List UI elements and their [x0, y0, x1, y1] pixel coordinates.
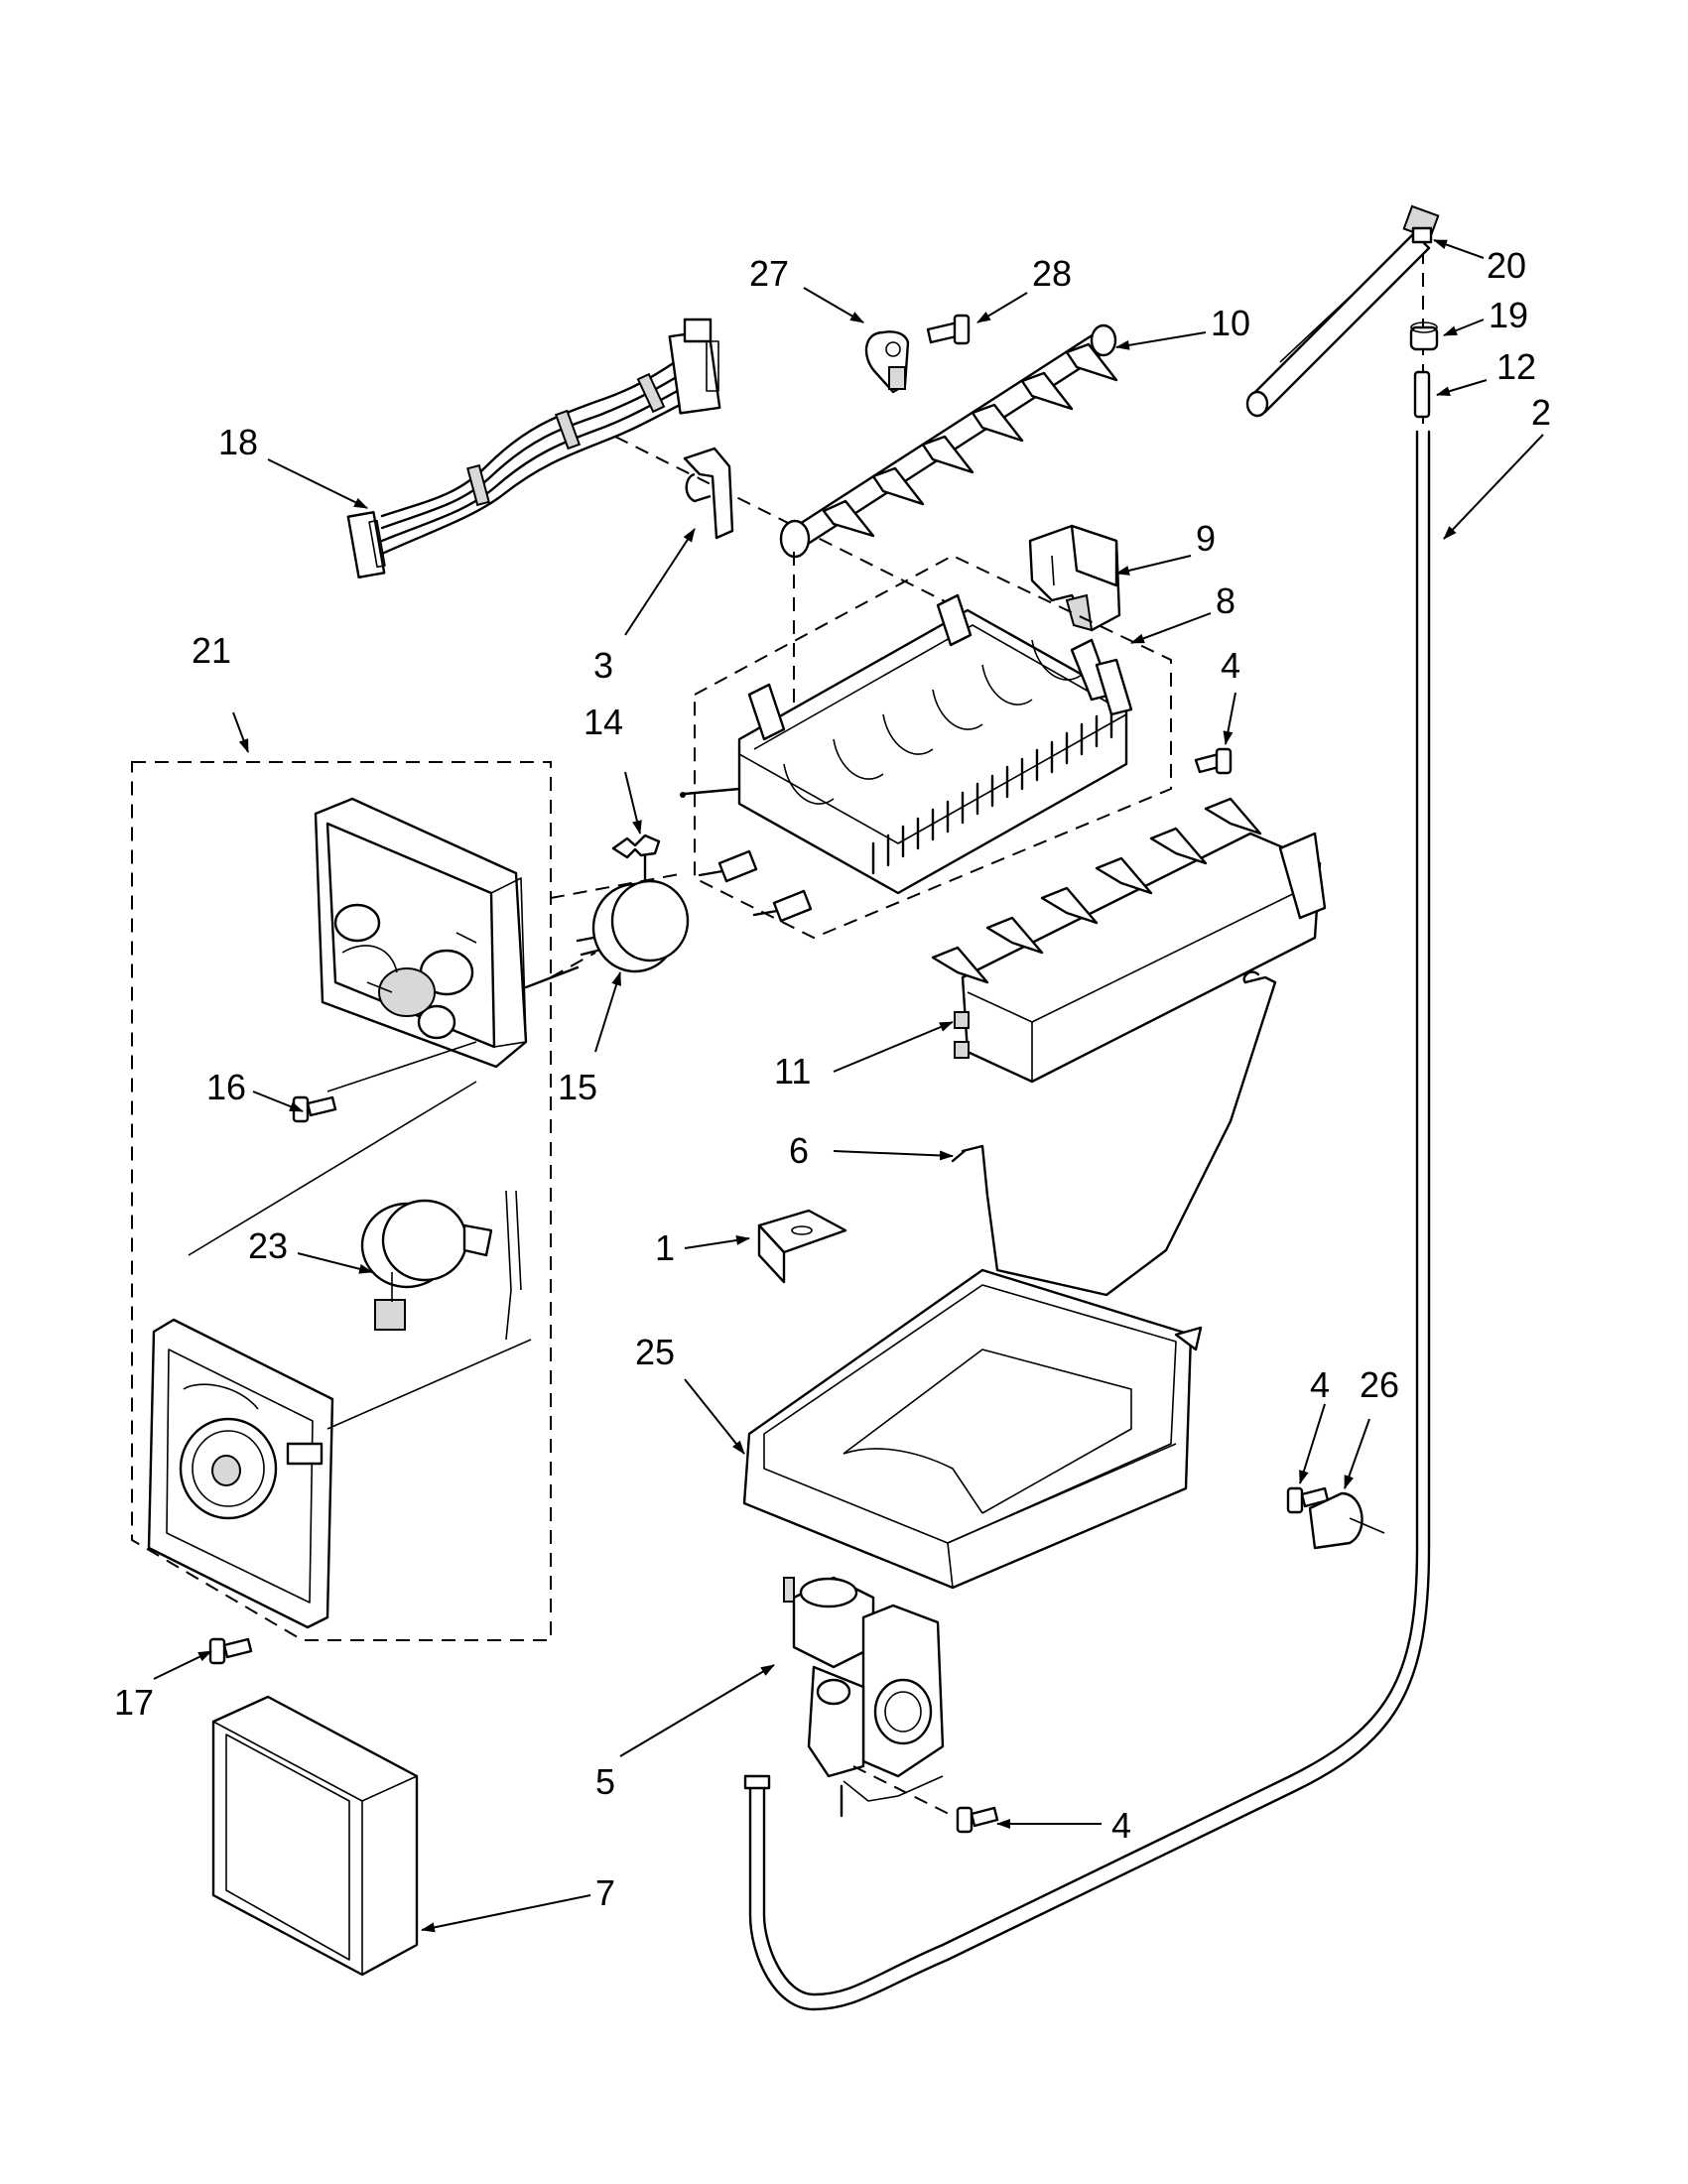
part-15-thermostat	[576, 879, 690, 973]
callout-6: 6	[789, 1130, 809, 1171]
callout-19: 19	[1489, 295, 1528, 335]
part-23-fill-tube	[1245, 204, 1440, 418]
callout-7: 7	[595, 1872, 615, 1913]
part-6-shutoff-arm	[951, 970, 1277, 1297]
callout-9: 8	[1216, 580, 1235, 621]
part-9-ice-mold	[680, 593, 1133, 923]
callout-8: 12	[1496, 346, 1536, 387]
part-27-bracket	[864, 330, 910, 394]
callout-15: 15	[558, 1067, 597, 1107]
part-11-ejector	[779, 323, 1118, 559]
callout-11: 10	[1211, 303, 1250, 343]
part-1-bracket	[757, 1209, 847, 1284]
part-20-module-plate	[147, 1318, 334, 1629]
part-25-ice-bin	[742, 1268, 1203, 1590]
callout-25: 25	[635, 1332, 675, 1372]
part-4b-screw	[956, 1806, 999, 1834]
callout-27: 27	[749, 253, 789, 294]
callout-10: 9	[1196, 518, 1216, 559]
callout-12: 11	[774, 1051, 811, 1092]
callout-5: 5	[595, 1761, 615, 1802]
part-2-water-tube	[743, 430, 1431, 2011]
callout-20: 21	[192, 630, 231, 671]
part-8-fitting	[1413, 370, 1431, 419]
callout-21: 23	[248, 1225, 288, 1266]
part-12-stripper	[931, 797, 1327, 1084]
part-20-module-housing	[314, 797, 580, 1069]
callout-4c: 4	[1310, 1364, 1330, 1405]
callout-18: 18	[218, 422, 258, 462]
leader-lines	[153, 239, 1544, 1933]
callout-23: 20	[1487, 245, 1526, 286]
part-26-clamp	[1308, 1491, 1385, 1550]
part-18-wire-harness	[346, 318, 721, 578]
part-3-clip	[683, 447, 734, 540]
callout-1: 1	[655, 1227, 675, 1268]
callout-4a: 4	[1221, 645, 1240, 686]
part-4a-screw	[1194, 747, 1233, 775]
part-14-clip	[611, 834, 661, 859]
callout-28: 28	[1032, 253, 1072, 294]
callouts: 20 19 12 2 27 28 10 18 9 8 4 3 21 14 15 …	[114, 245, 1551, 1913]
part-7-cover	[211, 1695, 419, 1977]
part-10-guide	[1028, 524, 1121, 632]
callout-14: 14	[584, 702, 623, 742]
callout-3: 3	[593, 645, 613, 686]
part-28-screw	[926, 314, 971, 345]
callout-2: 2	[1531, 392, 1551, 433]
callout-17: 17	[114, 1682, 154, 1723]
callout-16: 16	[206, 1067, 246, 1107]
callout-4b: 4	[1111, 1805, 1131, 1846]
part-21-motor	[360, 1190, 522, 1341]
callout-26: 26	[1360, 1364, 1399, 1405]
part-5-water-valve	[783, 1576, 945, 1818]
part-17-screw	[208, 1637, 253, 1665]
part-19-grommet	[1409, 321, 1439, 351]
